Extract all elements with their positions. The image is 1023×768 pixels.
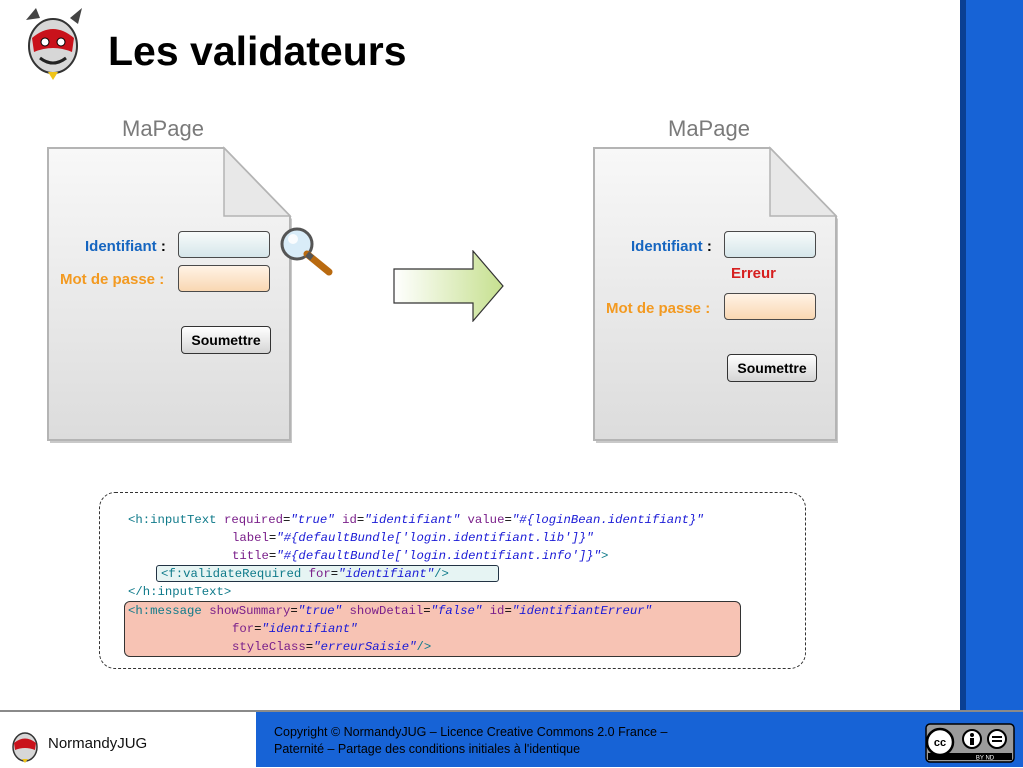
- code-line-3: title="#{defaultBundle['login.identifian…: [232, 549, 609, 563]
- after-page-label: MaPage: [668, 116, 750, 141]
- before-password-input[interactable]: [178, 265, 270, 292]
- after-identifiant-input[interactable]: [724, 231, 816, 258]
- footer-brand: NormandyJUG: [48, 735, 148, 752]
- after-password-input[interactable]: [724, 293, 816, 320]
- before-identifiant-label: Identifiant :: [85, 238, 166, 255]
- creative-commons-icon[interactable]: cc BY ND: [925, 723, 1015, 763]
- normandyjug-logo-icon: [26, 8, 82, 80]
- before-submit-button[interactable]: Soumettre: [181, 326, 271, 354]
- svg-text:BY ND: BY ND: [976, 756, 995, 762]
- code-line-8: styleClass="erreurSaisie"/>: [232, 640, 432, 654]
- before-identifiant-input[interactable]: [178, 231, 270, 258]
- slide-title: Les validateurs: [108, 28, 407, 74]
- magnifier-icon: [280, 227, 333, 276]
- footer-copyright: Copyright © NormandyJUG – Licence Creati…: [274, 725, 668, 756]
- right-accent-bar: [960, 0, 1023, 710]
- code-line-5: </h:inputText>: [128, 585, 232, 599]
- after-password-label: Mot de passe :: [606, 300, 711, 317]
- code-line-6: <h:message showSummary="true" showDetail…: [128, 604, 653, 618]
- error-message: Erreur: [731, 265, 777, 282]
- validate-required-highlight: [156, 565, 499, 582]
- code-line-4: <f:validateRequired for="identifiant"/>: [161, 567, 449, 581]
- after-submit-button[interactable]: Soumettre: [727, 354, 817, 382]
- code-line-7: for="identifiant": [232, 622, 358, 636]
- before-page-label: MaPage: [122, 116, 204, 141]
- before-password-label: Mot de passe :: [60, 271, 165, 288]
- footer-divider: [0, 710, 1023, 712]
- footer-blue-panel: [256, 712, 1023, 767]
- before-page-document-icon: [47, 146, 292, 443]
- code-snippet-box: [99, 492, 806, 669]
- after-identifiant-label: Identifiant :: [631, 238, 712, 255]
- code-line-2: label="#{defaultBundle['login.identifian…: [232, 531, 594, 545]
- svg-text:cc: cc: [934, 737, 946, 749]
- normandyjug-small-logo-icon: [12, 732, 38, 763]
- arrow-right-icon: [393, 250, 504, 322]
- code-line-1: <h:inputText required="true" id="identif…: [128, 513, 704, 527]
- message-highlight: [124, 601, 741, 657]
